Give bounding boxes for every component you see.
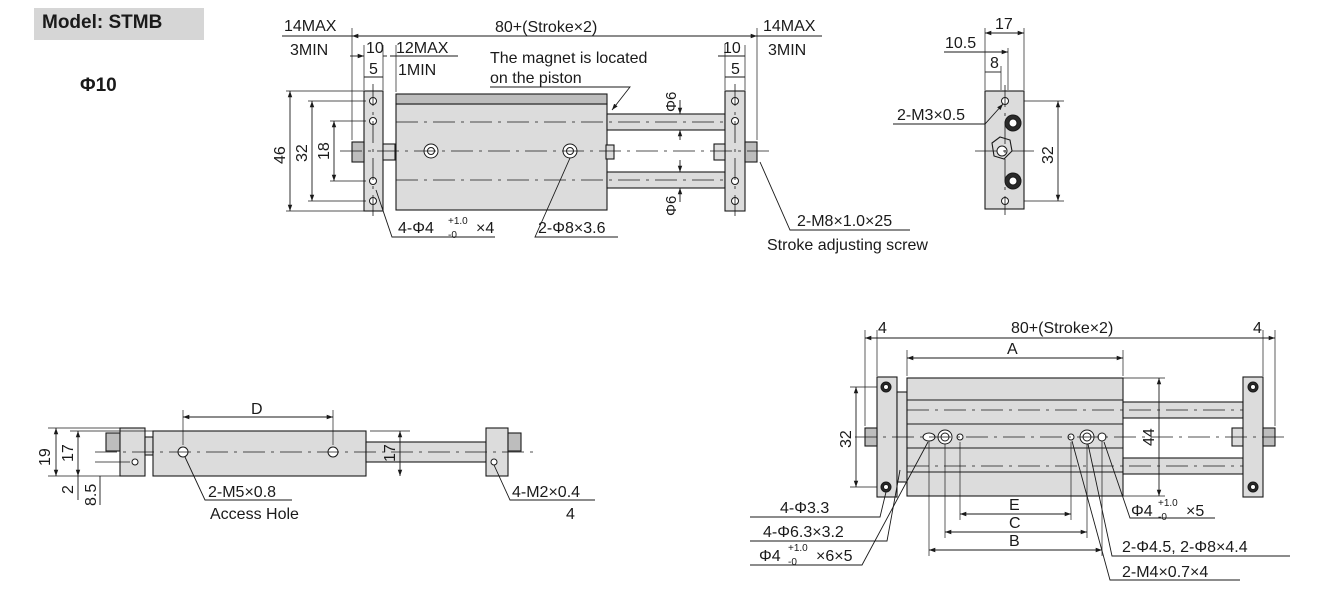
bottom-callout-45: 2-Φ4.5, 2-Φ8×4.4 <box>1122 539 1248 556</box>
bottom-callout-right-phi4-depth: ×5 <box>1186 503 1204 520</box>
top-right-screw <box>744 141 758 163</box>
dim-1min: 1MIN <box>398 62 436 79</box>
top-body-nub <box>605 144 615 160</box>
side-dim-2: 2 <box>60 485 77 494</box>
dim-14max-left: 14MAX <box>284 18 337 35</box>
bottom-callout-63: 4-Φ6.3×3.2 <box>763 524 844 541</box>
bottom-dim-32: 32 <box>838 430 855 448</box>
bottom-dim-overall: 80+(Stroke×2) <box>1011 320 1113 337</box>
magnet-note-line1: The magnet is located <box>490 50 647 67</box>
bottom-callout-m4: 2-M4×0.7×4 <box>1122 564 1208 581</box>
dim-46: 46 <box>272 146 289 164</box>
top-right-bumper <box>713 143 726 161</box>
dim-3min-left: 3MIN <box>290 42 328 59</box>
bottom-callout-phi4-tol-plus: +1.0 <box>788 543 808 554</box>
bottom-dim-A: A <box>1007 341 1018 358</box>
callout-screw: 2-M8×1.0×25 <box>797 213 892 230</box>
end-view: 17 10.5 8 2-M3×0.5 32 <box>893 16 1064 215</box>
bottom-callout-phi4-tol-minus: -0 <box>788 557 797 568</box>
model-badge <box>34 8 204 40</box>
callout-screw-note: Stroke adjusting screw <box>767 237 928 254</box>
bottom-callout-right-phi4: Φ4 <box>1131 503 1153 520</box>
bottom-dim-4-right: 4 <box>1253 320 1262 337</box>
callout-holes-a-depth: ×4 <box>476 220 494 237</box>
top-view: 80+(Stroke×2) 14MAX 3MIN 10 5 12MAX 1MIN… <box>272 18 928 254</box>
bottom-dim-E: E <box>1009 497 1020 514</box>
model-label: Model: STMB <box>42 12 163 33</box>
end-callout-thread: 2-M3×0.5 <box>897 107 965 124</box>
bottom-callout-right-phi4-tol-plus: +1.0 <box>1158 498 1178 509</box>
top-left-screw <box>351 141 365 163</box>
bottom-dim-B: B <box>1009 533 1020 550</box>
dim-rod-bottom: Φ6 <box>663 196 680 216</box>
size-label: Φ10 <box>80 75 117 96</box>
dim-18: 18 <box>316 142 333 160</box>
bottom-dim-44: 44 <box>1141 428 1158 446</box>
dim-10-right: 10 <box>723 40 741 57</box>
dim-rod-top: Φ6 <box>663 92 680 112</box>
side-callout-m2: 4-M2×0.4 <box>512 484 580 501</box>
bottom-view: 80+(Stroke×2) 4 4 A 32 44 E C <box>750 320 1290 581</box>
bottom-callout-phi4-depth: ×6×5 <box>816 548 853 565</box>
end-dim-10-5: 10.5 <box>945 35 976 52</box>
side-dim-8-5: 8.5 <box>83 484 100 506</box>
dim-12max: 12MAX <box>396 40 449 57</box>
bottom-dim-C: C <box>1009 515 1021 532</box>
dim-3min-right: 3MIN <box>768 42 806 59</box>
callout-holes-a-tol-minus: -0 <box>448 230 457 241</box>
top-body-top-strip <box>395 93 608 105</box>
bottom-callout-right-phi4-tol-minus: -0 <box>1158 512 1167 523</box>
end-dim-32: 32 <box>1040 146 1057 164</box>
side-view: D 19 17 2 8.5 17 2-M5×0.8 Access Hole 4-… <box>37 401 595 523</box>
dim-32-top: 32 <box>294 144 311 162</box>
side-callout-access-note: Access Hole <box>210 506 299 523</box>
side-dim-17-right: 17 <box>382 444 399 462</box>
side-right-screw <box>507 432 522 452</box>
callout-holes-a: 4-Φ4 <box>398 220 434 237</box>
dim-5-right: 5 <box>731 61 740 78</box>
callout-holes-a-tol-plus: +1.0 <box>448 216 468 227</box>
side-dim-19: 19 <box>37 448 54 466</box>
bottom-dim-4-left: 4 <box>878 320 887 337</box>
side-dim-17-left: 17 <box>60 444 77 462</box>
end-dim-8: 8 <box>990 55 999 72</box>
side-callout-access: 2-M5×0.8 <box>208 484 276 501</box>
top-left-bumper <box>382 143 396 161</box>
end-dim-17: 17 <box>995 16 1013 33</box>
dim-5-left: 5 <box>369 61 378 78</box>
side-dim-D: D <box>251 401 263 418</box>
dim-overall-top: 80+(Stroke×2) <box>495 19 597 36</box>
bottom-callout-phi4: Φ4 <box>759 548 781 565</box>
magnet-note-line2: on the piston <box>490 70 582 87</box>
bottom-callout-33: 4-Φ3.3 <box>780 500 829 517</box>
dim-14max-right: 14MAX <box>763 18 816 35</box>
side-left-screw <box>105 432 121 452</box>
dim-10-left: 10 <box>366 40 384 57</box>
side-callout-m2-depth: 4 <box>566 506 575 523</box>
callout-holes-b: 2-Φ8×3.6 <box>538 220 606 237</box>
